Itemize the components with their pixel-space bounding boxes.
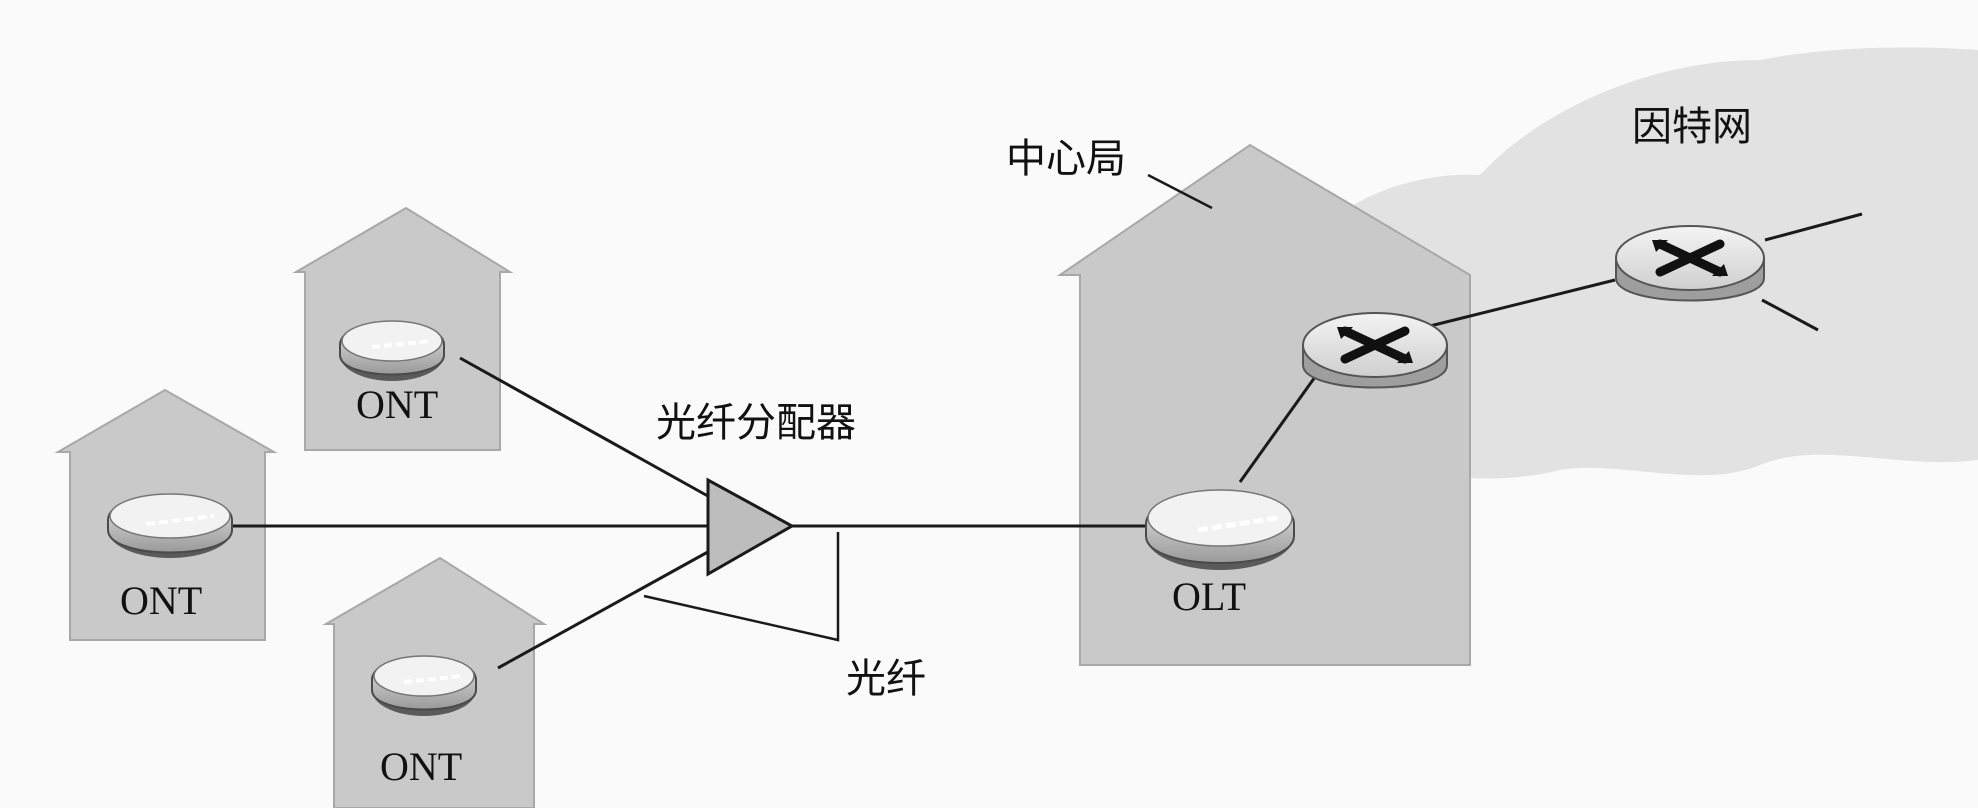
splitter-icon (706, 477, 796, 577)
olt-device (1145, 489, 1295, 570)
fiber-callout-line (643, 532, 840, 642)
fiber-link-bottom-ont (497, 546, 716, 670)
link-olt-router (1238, 369, 1322, 483)
link-internet-out-1 (1764, 212, 1863, 242)
link-internet-out-2 (1761, 298, 1819, 332)
router-icon-1 (1302, 312, 1448, 389)
fiber-links (225, 212, 1863, 670)
ont-device-top (339, 320, 445, 381)
central-office-label: 中心局 (1006, 136, 1126, 182)
ont-label-bottom: ONT (380, 744, 462, 789)
splitter-label: 光纤分配器 (656, 400, 856, 446)
ont-label-top: ONT (356, 382, 438, 427)
fiber-label: 光纤 (846, 656, 926, 702)
ont-label-left: ONT (120, 578, 202, 623)
olt-label: OLT (1172, 574, 1246, 619)
fiber-link-top-ont (459, 356, 716, 502)
internet-label: 因特网 (1632, 104, 1752, 150)
link-router-router (1429, 278, 1616, 328)
ont-device-bottom (371, 655, 477, 716)
central-office-callout-line (1147, 173, 1213, 210)
router-icon-2 (1615, 225, 1765, 302)
ont-device-left (107, 493, 233, 558)
